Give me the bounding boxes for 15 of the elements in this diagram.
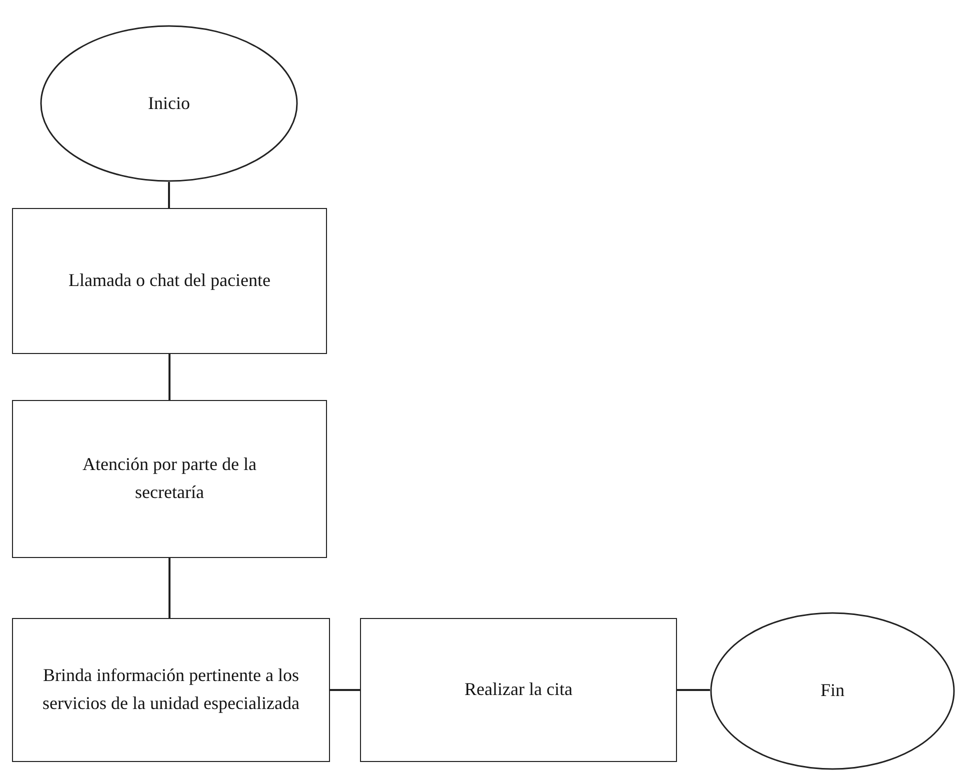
node-label: Fin bbox=[820, 679, 844, 702]
process-box bbox=[12, 208, 327, 354]
process-box bbox=[12, 618, 330, 762]
connector-line bbox=[677, 689, 710, 691]
process-box bbox=[360, 618, 677, 762]
connector-line bbox=[168, 558, 170, 618]
node-label: Brinda información pertinente a los servicios de la unidad especializada bbox=[42, 664, 300, 715]
connector-line bbox=[168, 182, 170, 208]
node-label: Llamada o chat del paciente bbox=[68, 269, 270, 292]
connector-line bbox=[330, 689, 360, 691]
node-label: Realizar la cita bbox=[464, 678, 572, 702]
node-label: Atención por parte de la secretaría bbox=[82, 453, 258, 504]
connector-line bbox=[168, 354, 170, 400]
process-box bbox=[12, 400, 327, 558]
node-label: Inicio bbox=[148, 92, 190, 115]
